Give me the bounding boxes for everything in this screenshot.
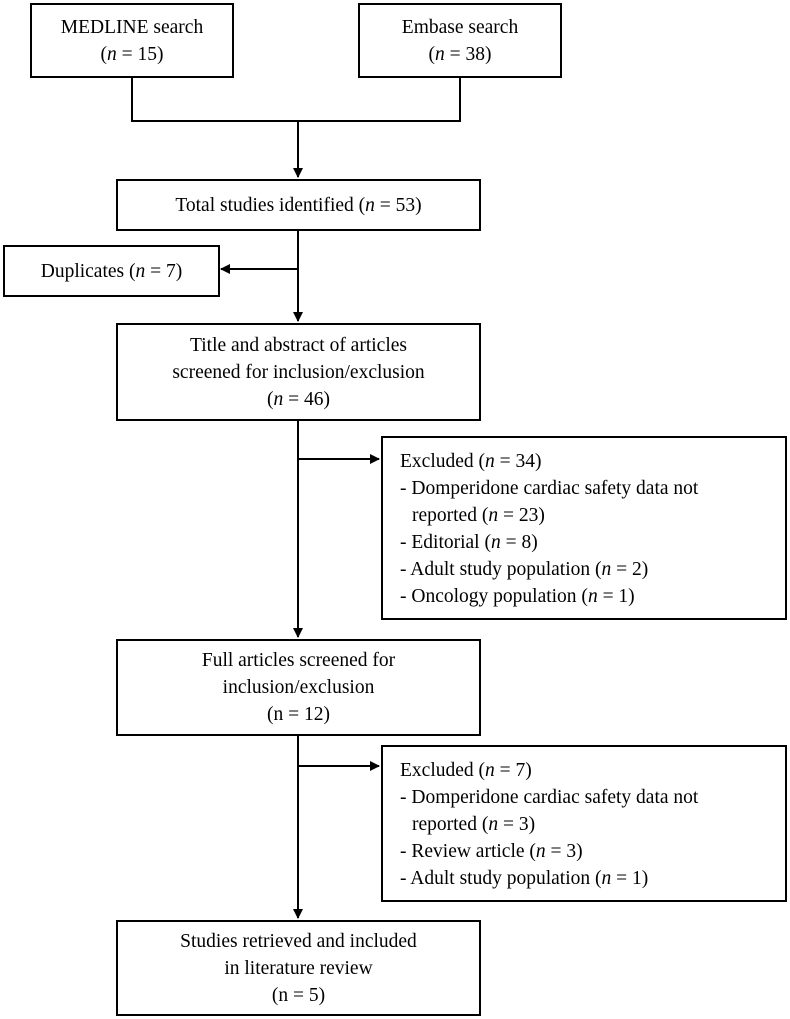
included-line-1: Studies retrieved and included [180,930,417,952]
duplicates-box: Duplicates (n = 7) [3,245,220,297]
full-articles-box: Full articles screened for inclusion/exc… [116,639,481,736]
excluded-1-item-cont: reported (n = 23) [412,505,545,526]
title-abstract-count: (n = 46) [267,388,330,410]
title-abstract-box: Title and abstract of articles screened … [116,323,481,421]
included-count: (n = 5) [271,984,326,1006]
excluded-1-item: - Domperidone cardiac safety data not [400,478,699,499]
title-abstract-line-1: Title and abstract of articles [190,334,407,356]
embase-search-label: Embase search [401,16,519,38]
excluded-1-item: - Adult study population (n = 2) [400,559,649,580]
excluded-1-header: Excluded (n = 34) [400,451,542,472]
full-articles-count: (n = 12) [267,704,330,725]
title-abstract-line-2: screened for inclusion/exclusion [172,361,425,383]
excluded-box-2: Excluded (n = 7) - Domperidone cardiac s… [381,745,787,902]
excluded-2-header: Excluded (n = 7) [400,760,532,781]
full-articles-line-1: Full articles screened for [201,650,396,671]
excluded-1-item: - Oncology population (n = 1) [400,586,635,607]
included-line-2: in literature review [224,957,373,979]
excluded-2-item: - Adult study population (n = 1) [400,868,649,889]
included-studies-box: Studies retrieved and included in litera… [116,920,481,1016]
excluded-box-1: Excluded (n = 34) - Domperidone cardiac … [381,436,787,620]
duplicates-label: Duplicates (n = 7) [40,260,183,282]
embase-search-box: Embase search (n = 38) [358,3,562,78]
medline-search-box: MEDLINE search (n = 15) [30,3,234,78]
excluded-2-item: - Review article (n = 3) [400,841,583,862]
embase-count: (n = 38) [428,43,492,65]
excluded-2-item: - Domperidone cardiac safety data not [400,787,699,808]
full-articles-line-2: inclusion/exclusion [222,677,375,698]
excluded-2-item-cont: reported (n = 3) [412,814,536,835]
medline-search-label: MEDLINE search [60,16,204,38]
total-studies-box: Total studies identified (n = 53) [116,179,481,231]
excluded-1-item: - Editorial (n = 8) [400,532,538,553]
medline-count: (n = 15) [100,43,164,65]
total-studies-label: Total studies identified (n = 53) [175,194,422,216]
